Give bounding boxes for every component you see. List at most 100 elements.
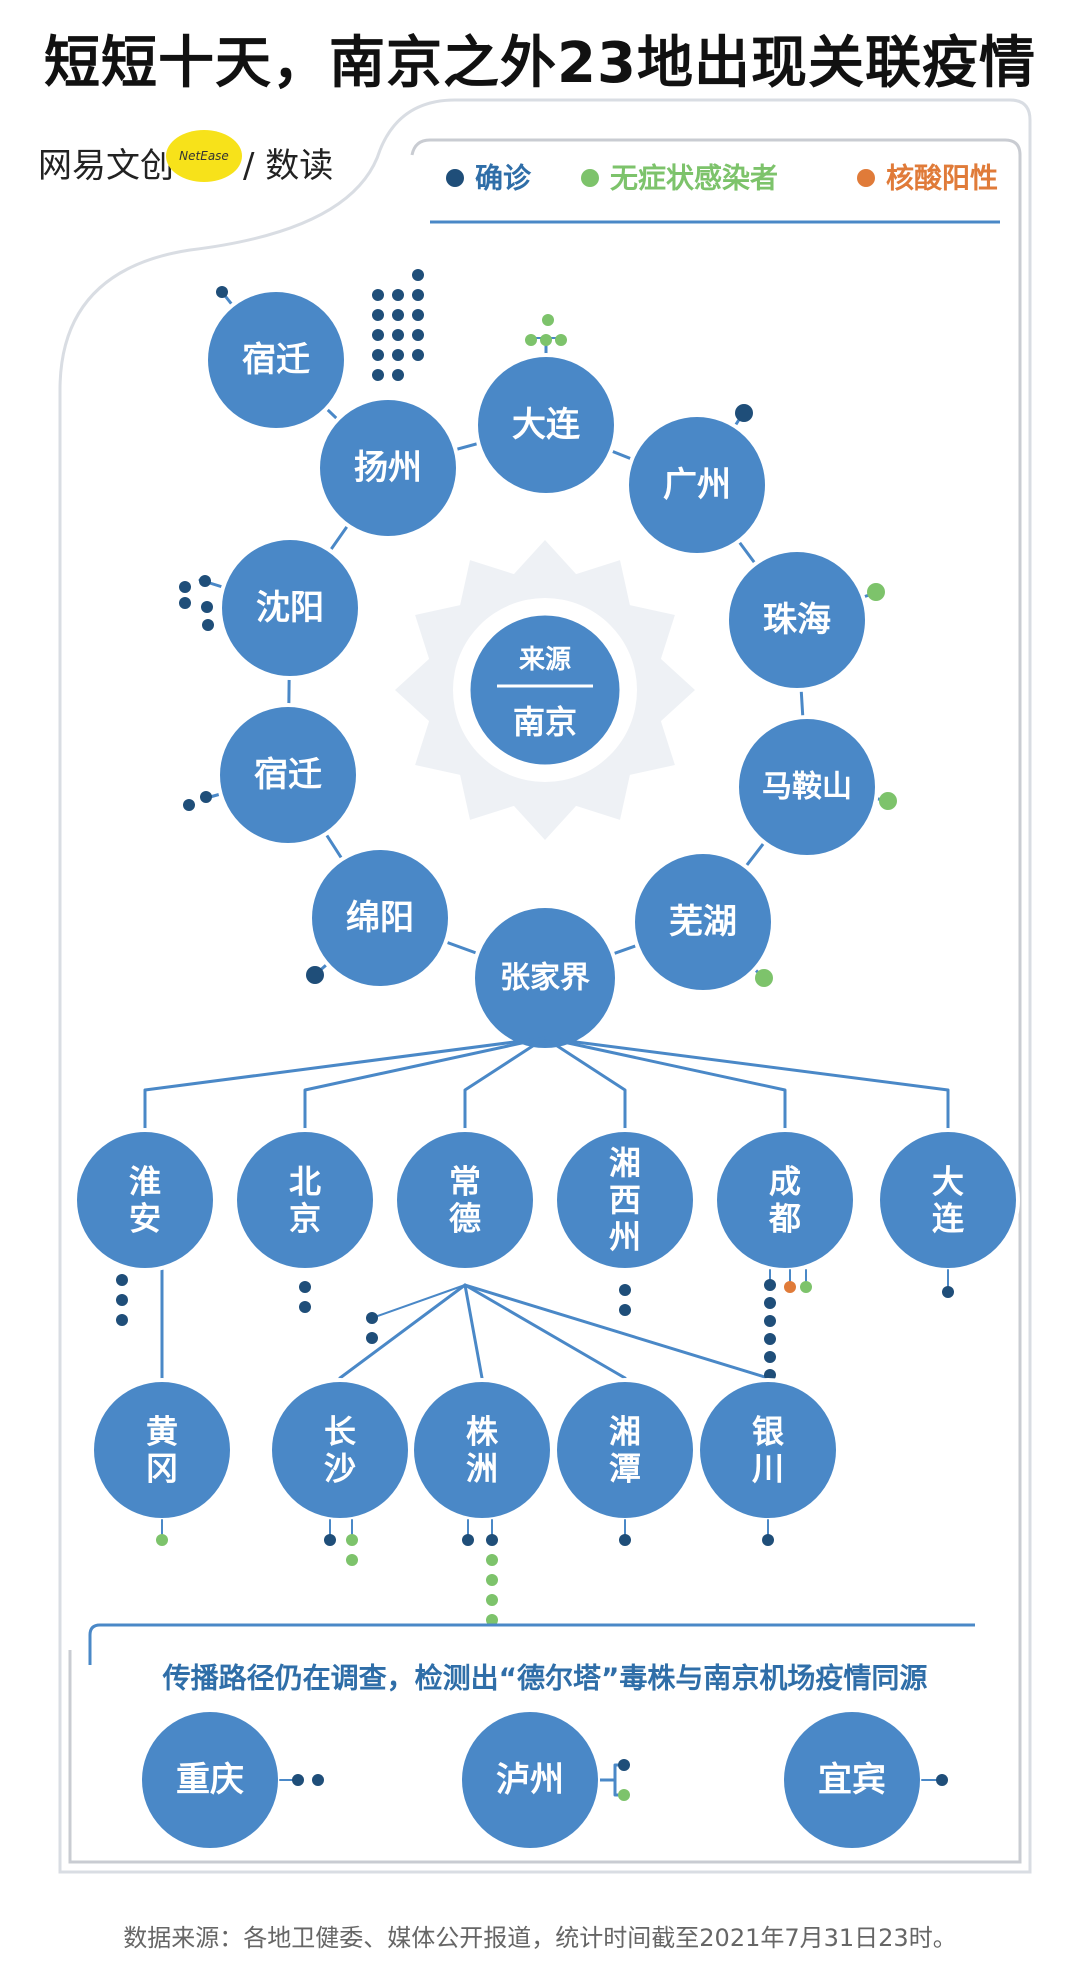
city-label: 马鞍山 bbox=[762, 770, 852, 805]
case-dot bbox=[800, 1281, 812, 1293]
tree-branch bbox=[143, 1036, 546, 1130]
case-dot bbox=[366, 1332, 378, 1344]
city-label: 张家界 bbox=[500, 961, 590, 996]
case-dot bbox=[486, 1614, 498, 1626]
city-node bbox=[216, 703, 360, 847]
case-dot bbox=[525, 334, 537, 346]
case-dot bbox=[555, 334, 567, 346]
case-dot bbox=[312, 1774, 324, 1786]
case-dot bbox=[762, 1534, 774, 1546]
case-dot bbox=[619, 1304, 631, 1316]
city-label-char: 成 bbox=[769, 1163, 801, 1201]
case-dot bbox=[202, 619, 214, 631]
case-dot bbox=[183, 799, 195, 811]
city-node bbox=[735, 715, 879, 859]
case-dot bbox=[412, 269, 424, 281]
city-label-char: 洲 bbox=[466, 1449, 498, 1487]
city-label: 广州 bbox=[663, 465, 731, 505]
case-dot bbox=[306, 966, 324, 984]
case-dot bbox=[486, 1534, 498, 1546]
city-node bbox=[316, 396, 460, 540]
city-label-char: 京 bbox=[289, 1199, 321, 1237]
case-dot bbox=[764, 1333, 776, 1345]
city-label-char: 都 bbox=[768, 1199, 801, 1237]
city-label: 大连 bbox=[512, 405, 581, 445]
case-dot bbox=[201, 601, 213, 613]
case-dot bbox=[392, 369, 404, 381]
case-dot bbox=[299, 1281, 311, 1293]
case-dot bbox=[179, 597, 191, 609]
source-node bbox=[467, 612, 623, 768]
legend-label: 确诊 bbox=[475, 162, 532, 195]
case-dot bbox=[116, 1314, 128, 1326]
city-node bbox=[308, 846, 452, 990]
case-dot bbox=[755, 969, 773, 987]
city-label-char: 连 bbox=[932, 1199, 964, 1237]
case-dot bbox=[179, 581, 191, 593]
city-label-char: 银 bbox=[752, 1413, 784, 1451]
city-label-char: 州 bbox=[609, 1218, 641, 1256]
city-label-char: 冈 bbox=[146, 1449, 178, 1487]
city-node bbox=[233, 1128, 377, 1272]
box-heading: 传播路径仍在调查，检测出“德尔塔”毒株与南京机场疫情同源 bbox=[162, 1662, 928, 1695]
case-dot bbox=[372, 369, 384, 381]
city-label: 绵阳 bbox=[346, 898, 414, 938]
case-dot bbox=[392, 289, 404, 301]
tree-branch bbox=[463, 1283, 484, 1380]
city-node bbox=[218, 536, 362, 680]
case-dot bbox=[372, 309, 384, 321]
brand-section: / 数读 bbox=[243, 146, 334, 186]
city-label-char: 大 bbox=[932, 1163, 964, 1201]
city-label-char: 德 bbox=[449, 1199, 481, 1237]
city-label: 宿迁 bbox=[242, 340, 310, 380]
tree-branch bbox=[463, 1283, 770, 1380]
case-dot bbox=[764, 1351, 776, 1363]
case-dot bbox=[156, 1534, 168, 1546]
case-dot bbox=[216, 286, 228, 298]
city-label-char: 长 bbox=[324, 1413, 356, 1451]
city-label-char: 淮 bbox=[129, 1163, 161, 1201]
city-label: 宿迁 bbox=[254, 755, 322, 795]
case-dot bbox=[412, 289, 424, 301]
city-label-char: 沙 bbox=[324, 1449, 356, 1487]
case-dot bbox=[412, 349, 424, 361]
city-node bbox=[725, 548, 869, 692]
case-dot bbox=[346, 1534, 358, 1546]
case-dot bbox=[581, 169, 599, 187]
city-label-char: 湘 bbox=[609, 1144, 641, 1182]
case-dot bbox=[542, 314, 554, 326]
city-node bbox=[204, 288, 348, 432]
case-dot bbox=[735, 404, 753, 422]
city-label: 沈阳 bbox=[256, 588, 324, 628]
case-dot bbox=[116, 1294, 128, 1306]
city-label-char: 西 bbox=[609, 1181, 641, 1219]
case-dot bbox=[392, 329, 404, 341]
city-node bbox=[393, 1128, 537, 1272]
case-dot bbox=[372, 349, 384, 361]
city-label: 扬州 bbox=[354, 448, 422, 488]
city-label-char: 川 bbox=[752, 1449, 784, 1487]
source-note: 数据来源：各地卫健委、媒体公开报道，统计时间截至2021年7月31日23时。 bbox=[123, 1924, 957, 1952]
city-label-char: 潭 bbox=[609, 1449, 641, 1487]
case-dot bbox=[372, 329, 384, 341]
case-dot bbox=[936, 1774, 948, 1786]
case-dot bbox=[486, 1554, 498, 1566]
case-dot bbox=[784, 1281, 796, 1293]
case-dot bbox=[619, 1284, 631, 1296]
city-label: 泸州 bbox=[496, 1760, 564, 1800]
tree-branch bbox=[463, 1283, 627, 1380]
case-dot bbox=[392, 349, 404, 361]
case-dot bbox=[292, 1774, 304, 1786]
case-dot bbox=[764, 1369, 776, 1381]
case-dot bbox=[200, 791, 212, 803]
case-dot bbox=[299, 1301, 311, 1313]
tree-branch bbox=[544, 1036, 950, 1130]
tree-branch bbox=[544, 1036, 787, 1130]
source-label-bottom: 南京 bbox=[513, 703, 577, 741]
case-dot bbox=[486, 1574, 498, 1586]
legend-label: 核酸阳性 bbox=[886, 162, 998, 195]
city-node bbox=[625, 413, 769, 557]
city-label: 珠海 bbox=[763, 600, 831, 640]
case-dot bbox=[618, 1789, 630, 1801]
